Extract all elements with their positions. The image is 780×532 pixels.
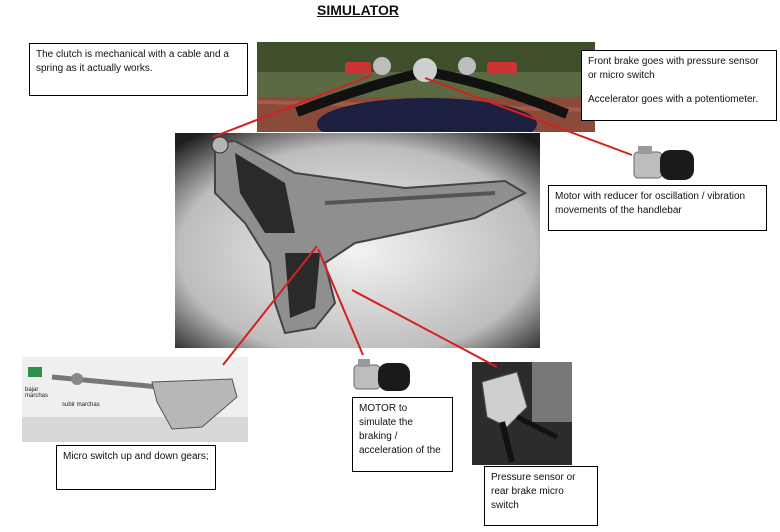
pressure-sensor-text: Pressure sensor or rear brake micro swit… <box>491 472 576 511</box>
frame-photo <box>175 133 540 348</box>
motor-braking-photo <box>350 355 415 397</box>
motor-braking-arrow <box>317 248 364 356</box>
motor-handlebar-text: Motor with reducer for oscillation / vib… <box>555 191 746 216</box>
clutch-arrow <box>212 74 373 138</box>
page-title: SIMULATOR <box>317 2 399 18</box>
rear-brake-photo <box>472 362 572 465</box>
clutch-box: The clutch is mechanical with a cable an… <box>29 43 248 96</box>
micro-switch-text: Micro switch up and down gears; <box>63 451 209 462</box>
front-brake-text: Front brake goes with pressure sensor or… <box>588 56 759 81</box>
clutch-text: The clutch is mechanical with a cable an… <box>36 49 229 74</box>
gear-up-label: subir marchas <box>62 402 100 408</box>
motor-handlebar-arrow <box>424 77 633 156</box>
rear-brake-arrow <box>351 289 498 368</box>
accelerator-text: Accelerator goes with a potentiometer. <box>588 94 759 105</box>
pressure-sensor-box: Pressure sensor or rear brake micro swit… <box>484 466 598 526</box>
motor-braking-text: MOTOR to simulate the braking / accelera… <box>359 403 441 456</box>
handlebar-photo <box>257 42 595 132</box>
gear-arrow <box>222 245 318 366</box>
gear-down-label: bajar marchas <box>25 387 49 399</box>
motor-handlebar-box: Motor with reducer for oscillation / vib… <box>548 185 767 231</box>
gear-lever-photo: bajar marchas subir marchas <box>22 357 248 442</box>
motor-handlebar-photo <box>630 142 700 187</box>
micro-switch-box: Micro switch up and down gears; <box>56 445 216 490</box>
motor-braking-box: MOTOR to simulate the braking / accelera… <box>352 397 453 472</box>
front-brake-box: Front brake goes with pressure sensor or… <box>581 50 777 121</box>
